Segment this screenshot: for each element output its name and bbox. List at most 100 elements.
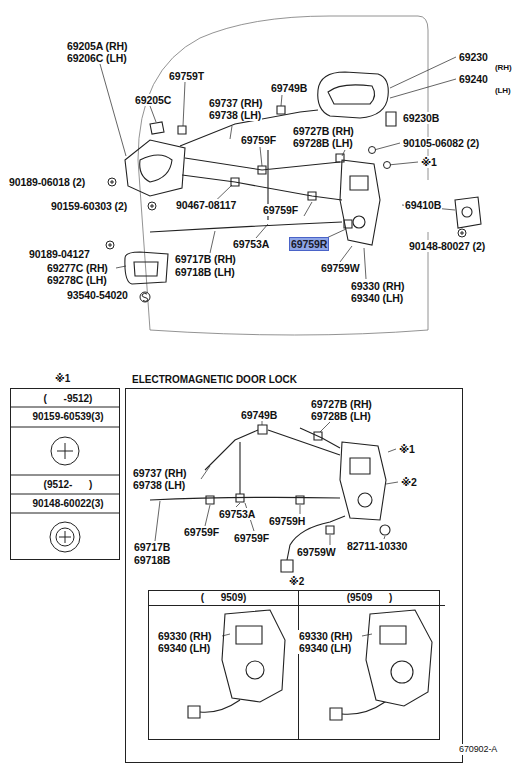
figure-number: 670902-A xyxy=(458,744,498,755)
variant-range: ( 9509) xyxy=(149,591,298,606)
part-number: 69330 (RH) xyxy=(350,280,405,292)
striker xyxy=(455,197,481,228)
em-connector xyxy=(281,560,293,572)
part-number: (RH) xyxy=(494,63,512,73)
part-number: 69753A xyxy=(218,508,256,520)
box-heading: ELECTROMAGNETIC DOOR LOCK xyxy=(130,374,299,386)
screws xyxy=(369,147,376,154)
part-number: 69759F xyxy=(262,204,299,216)
part-number: 69205C xyxy=(134,94,172,106)
part-number: 90105-06082 (2) xyxy=(402,137,480,149)
table-cell: (9512- ) xyxy=(12,477,124,493)
part-number: 69230B xyxy=(402,112,440,124)
leader-lines xyxy=(100,57,456,279)
key-cylinder-switch xyxy=(380,525,390,535)
part-number: 69728B (LH) xyxy=(310,410,372,422)
table-lines xyxy=(51,437,79,465)
screws xyxy=(142,293,148,301)
table-cell: ( -9512) xyxy=(12,391,124,407)
part-number: 69737 (RH) xyxy=(208,97,263,109)
part-number: 69230 xyxy=(458,51,489,63)
part-number: 69340 (LH) xyxy=(157,642,211,654)
table-cell: 90159-60539(3) xyxy=(12,409,124,425)
part-number: 69278C (LH) xyxy=(46,274,108,286)
highlighted-part-number: 69759R xyxy=(290,238,328,250)
part-number: 69240 xyxy=(458,73,489,85)
part-number: 69728B (LH) xyxy=(292,137,354,149)
part-number: 69277C (RH) xyxy=(46,262,109,274)
electromagnetic-parts xyxy=(150,421,432,720)
part-number: 69727B (RH) xyxy=(292,125,355,137)
part-number: 69759F xyxy=(240,134,277,146)
part-number: 69759H xyxy=(268,515,306,527)
screws xyxy=(106,147,466,303)
cell-text: 90159-60539(3) xyxy=(12,409,124,425)
screw-table: ( -9512)90159-60539(3)(9512- )90148-6002… xyxy=(10,388,120,560)
cell-text: (9512- ) xyxy=(12,477,124,493)
part-number: 69749B xyxy=(270,82,308,94)
door-outline xyxy=(138,16,428,335)
part-number: 90189-06018 (2) xyxy=(8,176,86,188)
part-number: 69738 (LH) xyxy=(132,479,186,491)
door-outline xyxy=(138,16,428,335)
variant-column: (9509 ) xyxy=(294,591,445,739)
part-number: ※1 xyxy=(398,443,416,455)
box-heading: ※2 xyxy=(287,576,306,588)
variant-panel: ( 9509)(9509 )※2 xyxy=(148,590,440,740)
part-number: 69718B (LH) xyxy=(174,266,236,278)
part-number: 69759F xyxy=(183,526,220,538)
table-lines xyxy=(56,528,74,546)
lock-bezel xyxy=(125,252,168,284)
part-number: 69717B xyxy=(133,541,171,553)
part-number: 90148-80027 (2) xyxy=(408,240,486,252)
panel-right-motor xyxy=(391,661,413,683)
part-number: 69718B xyxy=(133,554,171,566)
box-heading: ※1 xyxy=(53,373,72,385)
part-number: 93540-54020 xyxy=(66,289,129,301)
part-number: 69749B xyxy=(240,409,278,421)
screws xyxy=(108,180,464,247)
part-number: 90189-04127 xyxy=(28,248,91,260)
part-number: (LH) xyxy=(494,86,512,96)
part-number: 69759W xyxy=(296,546,337,558)
part-number: ※1 xyxy=(420,156,438,168)
em-motor xyxy=(358,493,372,507)
cell-text: 90148-60022(3) xyxy=(12,496,124,512)
em-clips xyxy=(206,425,334,534)
lock-detail xyxy=(353,216,365,228)
cell-text: ( -9512) xyxy=(12,391,124,407)
panel-right-connector xyxy=(330,708,342,720)
part-number: 69737 (RH) xyxy=(132,467,187,479)
table-lines xyxy=(57,443,73,459)
screws xyxy=(140,292,150,302)
part-number: 69759F xyxy=(233,532,270,544)
part-number: 69330 (RH) xyxy=(298,630,353,642)
inside-handle xyxy=(125,140,185,196)
handle-bracket xyxy=(386,112,396,126)
panel-left-lock xyxy=(200,610,285,712)
part-number: 69330 (RH) xyxy=(157,630,212,642)
variant-column: ( 9509) xyxy=(149,591,299,739)
part-number: ※2 xyxy=(400,476,418,488)
panel-left-connector xyxy=(188,706,200,718)
outside-handle xyxy=(318,72,389,118)
handle-clip xyxy=(150,122,164,134)
part-number: 69206C (LH) xyxy=(66,52,128,64)
table-lines xyxy=(59,531,71,543)
em-leaders xyxy=(155,421,398,545)
panel-left-motor xyxy=(246,661,264,679)
part-number: 69759T xyxy=(168,70,205,82)
screws xyxy=(384,162,391,169)
striker-detail xyxy=(462,207,472,217)
door-lock xyxy=(340,160,380,245)
panel-right-lock xyxy=(342,610,432,714)
part-number: 69410B xyxy=(404,199,442,211)
part-number: 69759W xyxy=(320,262,361,274)
table-lines xyxy=(50,522,80,552)
em-lock xyxy=(340,442,386,520)
table-lines xyxy=(11,407,119,513)
part-number: 90159-60303 (2) xyxy=(50,200,128,212)
part-number: 90467-08117 xyxy=(175,199,237,211)
part-number: 69205A (RH) xyxy=(66,40,128,52)
table-cell: 90148-60022(3) xyxy=(12,496,124,512)
